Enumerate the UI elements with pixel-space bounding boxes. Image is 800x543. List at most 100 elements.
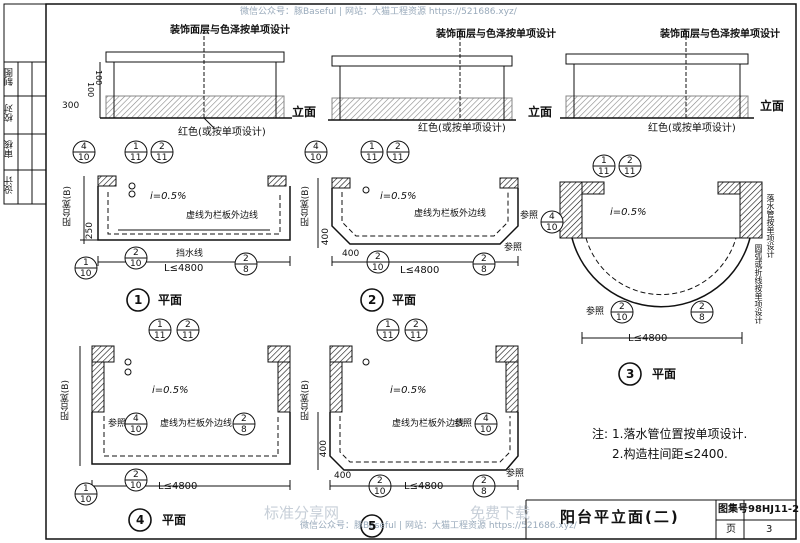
notes-line-2: 2.构造柱间距≤2400. (612, 447, 728, 461)
p2-c2-bot: 11 (392, 153, 404, 163)
page-number: 3 (766, 524, 773, 535)
p3-c4-bot: 10 (546, 223, 558, 233)
p2-c1-top: 1 (369, 142, 375, 152)
p4-edge-label: 虚线为栏板外边线 (160, 419, 233, 429)
p2-length: L≤4800 (400, 265, 440, 276)
p3-c210-top: 2 (619, 302, 625, 312)
p4-width-label: 阳台宽(B) (61, 380, 71, 421)
watermark-top: 微信公众号：豚Baseful | 网站：大猫工程资源 https://52168… (240, 7, 517, 17)
page-label: 页 (726, 524, 736, 535)
p2-c210-top: 2 (375, 252, 381, 262)
p1-gutter-label: 挡水线 (176, 249, 204, 259)
p5-c210-bot: 10 (374, 487, 386, 497)
elev-dim-300: 300 (62, 101, 80, 111)
p1-dim-250: 250 (85, 222, 95, 240)
p4-c2-top: 2 (185, 320, 191, 330)
p2-c2-top: 2 (395, 142, 401, 152)
p4-c4-bot: 10 (130, 425, 142, 435)
p2-edge-label: 虚线为栏板外边线 (414, 209, 487, 219)
title-block-lines (525, 499, 796, 539)
p5-length: L≤4800 (404, 481, 444, 492)
p4-c210-top: 2 (133, 470, 139, 480)
notes-line-1: 1.落水管位置按单项设计. (612, 427, 748, 441)
p3-c1-bot: 11 (598, 167, 610, 177)
p4-c4-top: 4 (133, 414, 139, 424)
p5-slope: i=0.5% (390, 385, 427, 396)
p4-c1-bot: 11 (154, 331, 166, 341)
elev1-title: 立面 (292, 105, 317, 119)
p5-c2-bot: 11 (410, 331, 422, 341)
p3-c2-top: 2 (627, 156, 633, 166)
p4-number: 4 (136, 513, 145, 527)
p2-title: 平面 (392, 293, 417, 307)
stamp-row-1: 审核 (5, 140, 15, 158)
elev3-red-label: 红色(或按单项设计) (648, 123, 736, 134)
p4-c1b-top: 1 (83, 484, 89, 494)
p5-c4-bot: 10 (480, 425, 492, 435)
p2-number: 2 (368, 293, 377, 307)
p4-c1b-bot: 10 (80, 495, 92, 505)
elev2-red-label: 红色(或按单项设计) (418, 123, 506, 134)
p3-title: 平面 (652, 367, 677, 381)
plan-4 (79, 345, 291, 490)
notes-label: 注: (592, 427, 609, 441)
p3-c210-bot: 10 (616, 313, 628, 323)
stamp-row-3: 设计 (5, 176, 15, 194)
p4-c28-bot: 8 (241, 425, 247, 435)
watermark-bottom: 微信公众号：豚Baseful | 网站：大猫工程资源 https://52168… (300, 521, 577, 531)
elev-dim-100b: 100 (94, 70, 103, 86)
p2-c210-bot: 10 (372, 263, 384, 273)
elev3-title: 立面 (760, 99, 785, 113)
p5-c1-top: 1 (385, 320, 391, 330)
p5-c28-bot: 8 (481, 487, 487, 497)
p4-length: L≤4800 (158, 481, 198, 492)
p3-c2-bot: 11 (624, 167, 636, 177)
p4-c210-bot: 10 (130, 481, 142, 491)
atlas-label: 图集号 (718, 504, 748, 515)
elev3-finish-label: 装饰面层与色泽按单项设计 (660, 29, 780, 40)
p1-c2-top: 2 (159, 142, 165, 152)
p4-c1-top: 1 (157, 320, 163, 330)
p1-c1b-bot: 10 (80, 269, 92, 279)
p1-c1-bot: 11 (130, 153, 142, 163)
p1-number: 1 (134, 293, 143, 307)
p3-refer: 参照 (520, 211, 539, 221)
p5-c2-top: 2 (413, 320, 419, 330)
p4-title: 平面 (162, 513, 187, 527)
p3-c28-top: 2 (699, 302, 705, 312)
p2-c4-bot: 10 (310, 153, 322, 163)
elevation-2 (328, 30, 516, 121)
p1-edge-label: 虚线为栏板外边线 (186, 211, 259, 221)
elevation-3 (560, 30, 754, 119)
elev1-finish-label: 装饰面层与色泽按单项设计 (170, 25, 290, 36)
p3-c4-top: 4 (549, 212, 555, 222)
p1-c4-bot: 10 (78, 153, 90, 163)
p1-c1b-top: 1 (83, 258, 89, 268)
p5-number: 5 (368, 519, 377, 533)
watermark-right: 免费下载 (470, 504, 531, 522)
p4-refer: 参照 (108, 419, 127, 429)
p3-length: L≤4800 (628, 333, 668, 344)
p2-c28-top: 2 (481, 254, 487, 264)
elev1-red-label: 红色(或按单项设计) (178, 127, 266, 138)
p3-drain-note: 落水管按单项设计 (766, 194, 775, 258)
p2-c28-bot: 8 (481, 265, 487, 275)
p1-c210-top: 2 (133, 248, 139, 258)
p5-refer: 参照 (454, 419, 473, 429)
p2-slope: i=0.5% (380, 191, 417, 202)
p4-slope: i=0.5% (152, 385, 189, 396)
elev-dim-100a: 100 (86, 82, 95, 98)
stamp-row-4: 制图 (5, 68, 15, 86)
p3-refer-b: 参照 (586, 307, 605, 317)
p4-c28-top: 2 (241, 414, 247, 424)
p2-c4-top: 4 (313, 142, 319, 152)
p1-c28-top: 2 (243, 254, 249, 264)
p1-width-label: 阳台宽(B) (63, 186, 73, 227)
p5-c1-bot: 11 (382, 331, 394, 341)
p5-refer-b: 参照 (506, 469, 525, 479)
p5-dim-400b: 400 (334, 471, 352, 481)
stamp-row-2: 校对 (5, 104, 15, 122)
p4-c2-bot: 11 (182, 331, 194, 341)
